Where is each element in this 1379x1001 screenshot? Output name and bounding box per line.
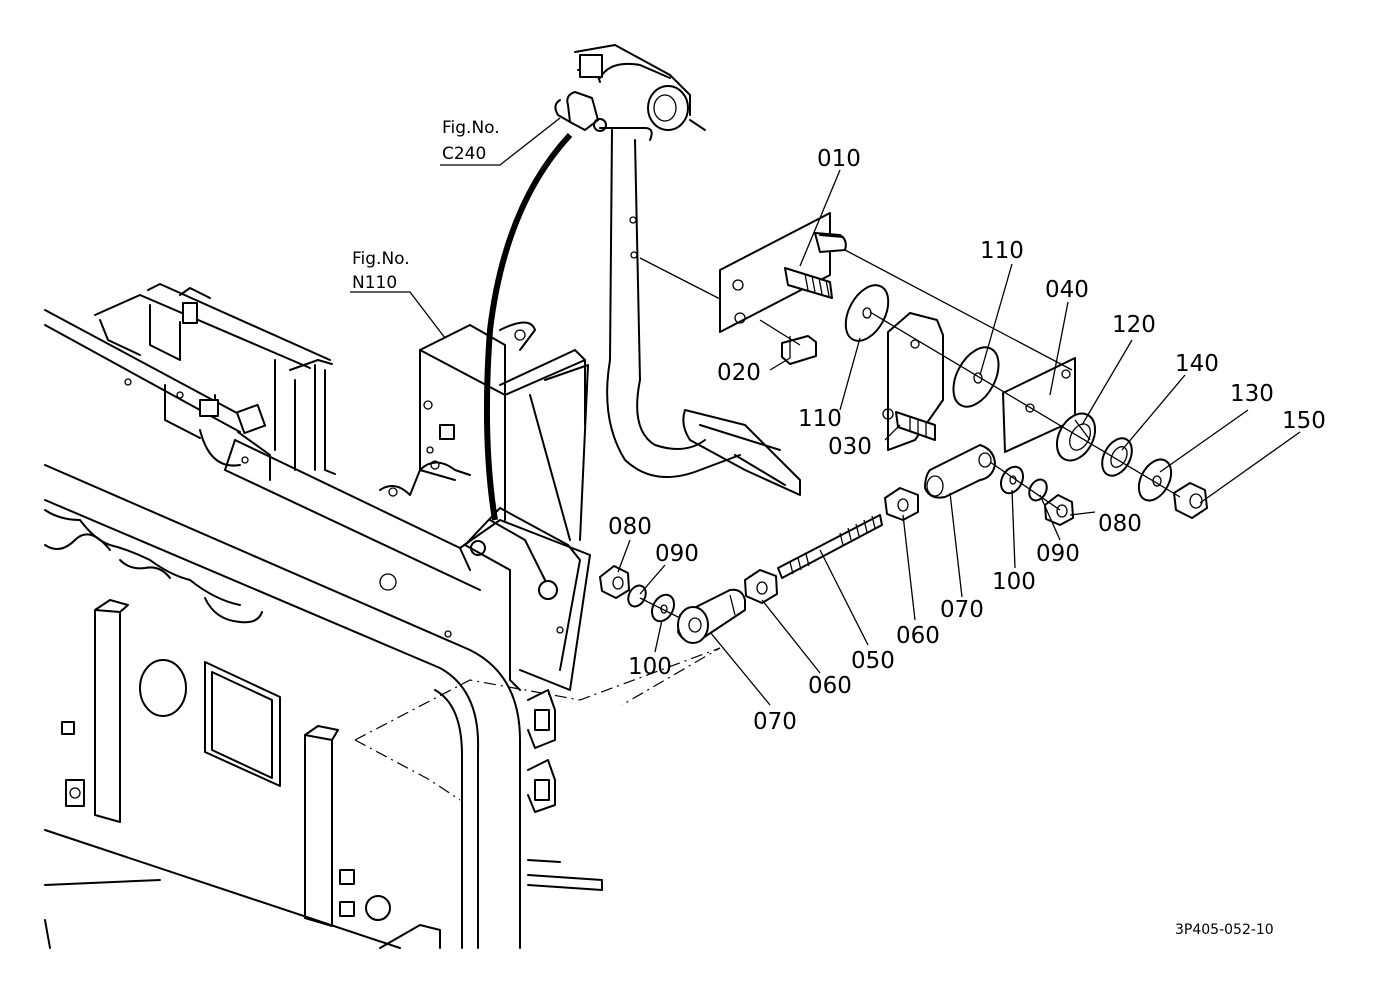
part-label-060-right[interactable]: 060: [896, 623, 940, 649]
ref-n110-line2: N110: [352, 273, 397, 293]
part-label-010[interactable]: 010: [817, 146, 861, 172]
part-label-030[interactable]: 030: [828, 434, 872, 460]
part-label-140[interactable]: 140: [1175, 351, 1219, 377]
part-label-100-left[interactable]: 100: [628, 654, 672, 680]
control-cable: [483, 132, 573, 521]
part-labels: 010 020 110 110 030 040 120 140 130 150 …: [608, 146, 1326, 735]
chassis-frame: [44, 283, 721, 949]
part-label-130[interactable]: 130: [1230, 381, 1274, 407]
part-label-050[interactable]: 050: [851, 648, 895, 674]
part-label-070-left[interactable]: 070: [753, 709, 797, 735]
assembly-parts: [599, 212, 1208, 644]
reference-n110[interactable]: Fig.No. N110: [352, 249, 410, 293]
part-label-120[interactable]: 120: [1112, 312, 1156, 338]
part-label-080-left[interactable]: 080: [608, 514, 652, 540]
reference-c240[interactable]: Fig.No. C240: [442, 118, 500, 164]
part-label-110-upper[interactable]: 110: [980, 238, 1024, 264]
leader-lines: [350, 117, 1301, 706]
part-label-040[interactable]: 040: [1045, 277, 1089, 303]
ref-n110-line1: Fig.No.: [352, 249, 410, 269]
part-label-080-right[interactable]: 080: [1098, 511, 1142, 537]
part-label-090-right[interactable]: 090: [1036, 541, 1080, 567]
part-label-150[interactable]: 150: [1282, 408, 1326, 434]
ref-c240-line1: Fig.No.: [442, 118, 500, 138]
pedal-arm: [554, 44, 801, 496]
part-label-090-left[interactable]: 090: [655, 541, 699, 567]
part-label-060-left[interactable]: 060: [808, 673, 852, 699]
part-label-020[interactable]: 020: [717, 360, 761, 386]
ref-c240-line2: C240: [442, 144, 486, 164]
drawing-code: 3P405-052-10: [1175, 922, 1274, 938]
part-label-070-right[interactable]: 070: [940, 597, 984, 623]
part-label-110-lower[interactable]: 110: [798, 406, 842, 432]
part-label-100-right[interactable]: 100: [992, 569, 1036, 595]
